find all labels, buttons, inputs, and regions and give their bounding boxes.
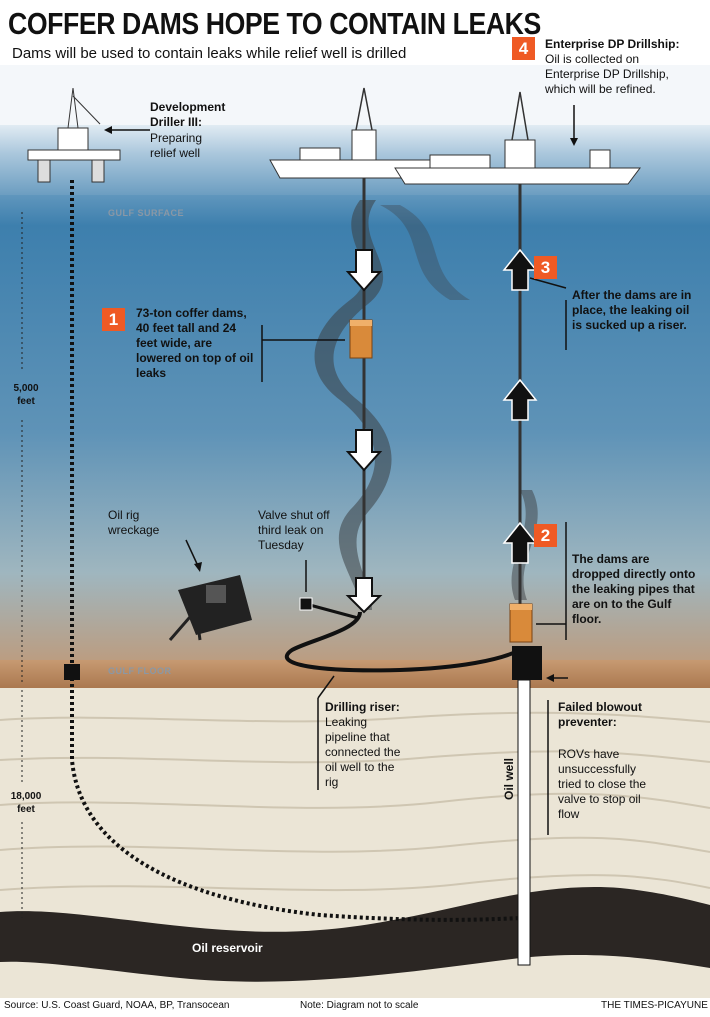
credit: THE TIMES-PICAYUNE (601, 1000, 708, 1011)
valve-marker (299, 597, 313, 611)
step-4-title: Enterprise DP Drillship: (545, 37, 680, 51)
oil-rig-wreckage (168, 575, 252, 641)
coffer-dam-1 (349, 319, 373, 359)
headline: COFFER DAMS HOPE TO CONTAIN LEAKS (8, 6, 541, 41)
source-note: Source: U.S. Coast Guard, NOAA, BP, Tran… (4, 1000, 230, 1011)
callout-arrow (546, 674, 554, 682)
callout-arrow (570, 138, 578, 146)
down-arrow (345, 577, 383, 614)
up-arrow (502, 248, 538, 291)
callout-arrow (104, 126, 112, 134)
strata-line (0, 792, 710, 809)
blowout-preventer (512, 646, 542, 680)
callout-line (529, 277, 567, 289)
strata-line (0, 836, 710, 853)
callout-line (317, 675, 335, 699)
step-4-text: Oil is collected on Enterprise DP Drills… (545, 52, 669, 96)
driller-description: Preparing relief well (150, 131, 203, 160)
depth-ground: 18,000 feet (10, 791, 42, 815)
depth-sea: 5,000 feet (13, 383, 39, 407)
strata-line (0, 711, 710, 723)
driller-title: Development Driller III: (150, 100, 226, 129)
step-1-text: 73-ton coffer dams, 40 feet tall and 24 … (136, 306, 254, 380)
oil-plume (314, 200, 392, 610)
bop-title: Failed blowout preventer: (558, 700, 642, 729)
up-arrow (502, 521, 538, 564)
riser-title: Drilling riser: (325, 700, 400, 714)
step-2-badge: 2 (534, 524, 557, 547)
scale-note: Note: Diagram not to scale (300, 1000, 419, 1011)
oil-reservoir-layer (0, 886, 710, 982)
oil-well-label: Oil well (502, 757, 516, 800)
step-3-badge: 3 (534, 256, 557, 279)
step-1-badge: 1 (102, 308, 125, 331)
sky (0, 65, 710, 125)
down-arrow (345, 429, 383, 472)
up-arrow (502, 378, 538, 421)
step-2-text: The dams are dropped directly onto the l… (572, 552, 696, 626)
gulf-surface-label: GULF SURFACE (108, 208, 185, 218)
strata-line (0, 874, 710, 892)
coffer-dam-2 (509, 603, 533, 643)
gulf-floor-label: GULF FLOOR (108, 666, 172, 676)
riser-description: Leaking pipeline that connected the oil … (325, 715, 401, 789)
seafloor (0, 660, 710, 690)
down-arrow (345, 249, 383, 292)
drilling-riser-pipe (284, 611, 521, 673)
enterprise-dp-drillship (394, 91, 641, 185)
oil-plume-upper (380, 205, 470, 300)
development-driller-rig (27, 87, 121, 183)
relief-well-marker (64, 664, 80, 680)
callout-arrow (194, 562, 202, 572)
step-3-text: After the dams are in place, the leaking… (572, 288, 692, 332)
valve-pipe (305, 602, 359, 620)
subheadline: Dams will be used to contain leaks while… (12, 45, 407, 62)
callout-line (185, 539, 199, 567)
bop-description: ROVs have unsuccessfully tried to close … (558, 747, 647, 821)
reservoir-label: Oil reservoir (192, 941, 263, 955)
wreckage-label: Oil rig wreckage (108, 508, 160, 537)
oil-well-pipe (517, 679, 531, 966)
strata-line (0, 750, 710, 764)
step-4-badge: 4 (512, 37, 535, 60)
valve-label: Valve shut off third leak on Tuesday (258, 508, 330, 552)
